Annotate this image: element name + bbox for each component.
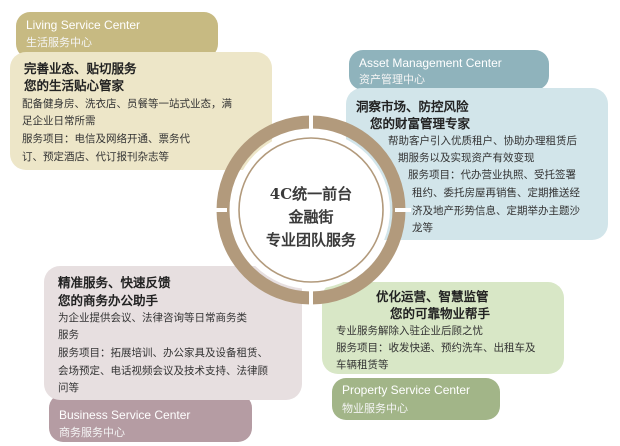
living-heading-2: 您的生活贴心管家	[24, 78, 125, 93]
ring-inner-fill	[232, 131, 390, 289]
business-desc-2: 服务	[58, 329, 79, 341]
asset-management-tab: Asset Management Center 资产管理中心	[349, 50, 549, 90]
center-line-3: 专业团队服务	[265, 231, 356, 249]
living-service-tab: Living Service Center 生活服务中心	[16, 12, 218, 58]
living-desc-1: 配备健身房、洗衣店、员餐等一站式业态，满	[22, 98, 232, 110]
business-service-tab: Business Service Center 商务服务中心	[49, 394, 252, 442]
asset-heading-2: 您的财富管理专家	[370, 116, 471, 131]
ring-inner-line	[238, 137, 384, 283]
asset-management-title-en: Asset Management Center	[359, 56, 502, 70]
asset-services-2: 租约、委托房屋再销售、定期推送经	[412, 187, 580, 199]
business-heading-2: 您的商务办公助手	[58, 293, 159, 308]
asset-heading-1: 洞察市场、防控风险	[356, 99, 469, 114]
property-service-card: 优化运营、智慧监管 您的可靠物业帮手 专业服务解除入驻企业后顾之忧 服务项目：收…	[322, 282, 564, 374]
property-service-title-zh: 物业服务中心	[342, 402, 408, 415]
property-services-2: 车辆租赁等	[336, 359, 389, 371]
center-ring	[211, 115, 411, 305]
living-service-card: 完善业态、贴切服务 您的生活贴心管家 配备健身房、洗衣店、员餐等一站式业态，满 …	[10, 52, 272, 170]
property-heading-2: 您的可靠物业帮手	[390, 306, 491, 321]
living-desc-2: 足企业日常所需	[22, 115, 96, 127]
business-services-2: 会场预定、电话视频会议及技术支持、法律顾	[58, 365, 268, 377]
property-services-1: 服务项目：收发快递、预约洗车、出租车及	[336, 342, 536, 354]
business-heading-1: 精准服务、快速反馈	[58, 275, 171, 290]
center-line-2: 金融街	[288, 208, 334, 226]
asset-services-1: 服务项目：代办营业执照、受托签署	[408, 169, 576, 181]
living-services-2: 订、预定酒店、代订报刊杂志等	[22, 151, 169, 163]
business-services-1: 服务项目：拓展培训、办公家具及设备租赁、	[58, 347, 268, 359]
living-service-title-zh: 生活服务中心	[26, 36, 92, 49]
property-desc-1: 专业服务解除入驻企业后顾之忧	[336, 325, 483, 337]
living-service-title-en: Living Service Center	[26, 18, 141, 32]
asset-services-4: 龙等	[412, 222, 433, 234]
living-heading-1: 完善业态、贴切服务	[24, 61, 137, 76]
business-services-3: 问等	[58, 382, 79, 394]
asset-management-title-zh: 资产管理中心	[359, 73, 425, 86]
center-line-1: 4C统一前台	[269, 185, 353, 203]
business-service-title-zh: 商务服务中心	[59, 426, 125, 439]
asset-desc-2: 期服务以及实现资产有效变现	[398, 152, 535, 164]
asset-services-3: 济及地产形势信息、定期举办主题沙	[412, 205, 580, 217]
business-service-title-en: Business Service Center	[59, 408, 191, 422]
property-service-tab: Property Service Center 物业服务中心	[332, 378, 500, 420]
property-service-title-en: Property Service Center	[342, 383, 471, 397]
living-services-1: 服务项目：电信及网络开通、票务代	[22, 133, 190, 145]
business-desc-1: 为企业提供会议、法律咨询等日常商务类	[58, 312, 247, 324]
asset-desc-1: 帮助客户引入优质租户、协助办理租赁后	[388, 135, 577, 147]
property-heading-1: 优化运营、智慧监管	[376, 289, 489, 304]
